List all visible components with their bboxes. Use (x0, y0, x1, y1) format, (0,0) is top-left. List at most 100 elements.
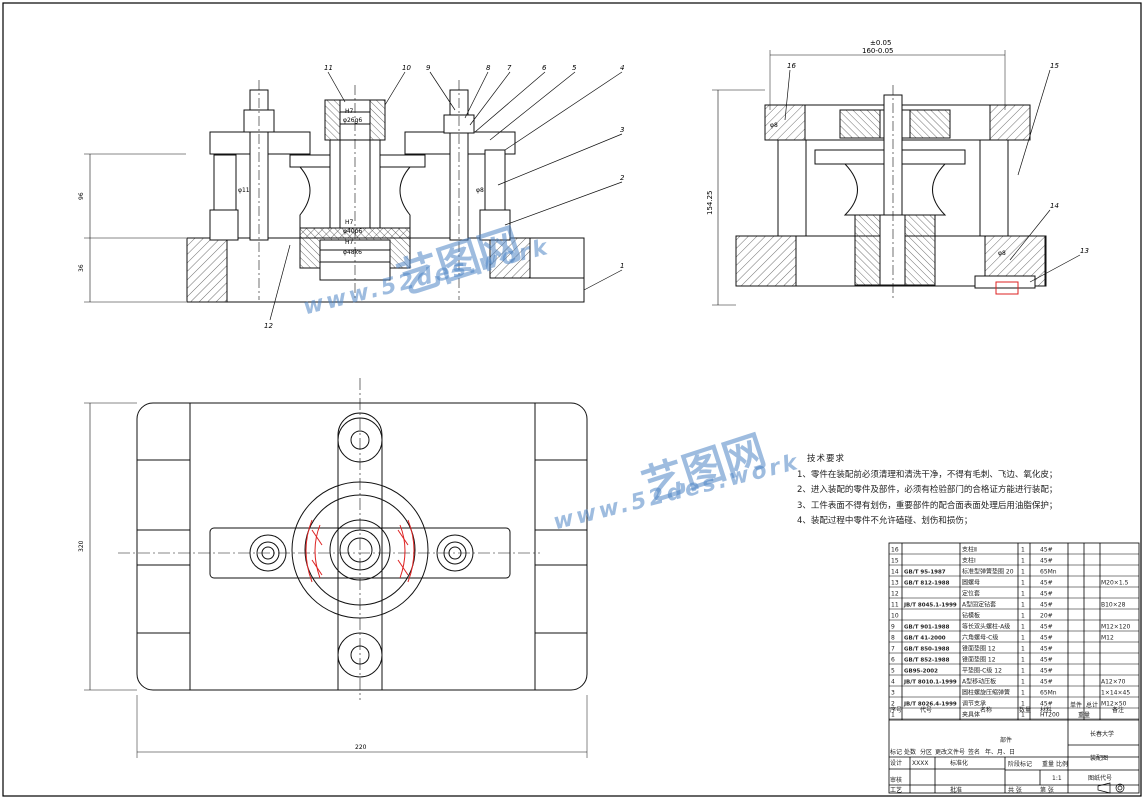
bom-cell-qty: 1 (1021, 558, 1025, 565)
bom-cell-no: 15 (891, 558, 899, 565)
bom-cell-name: 夹具体 (962, 711, 980, 719)
bom-cell-mat: 45# (1040, 701, 1053, 708)
bom-cell-qty: 1 (1021, 679, 1025, 686)
dim-right-small: φ8 (770, 122, 778, 129)
tb-scale-label: 比例 (1056, 760, 1068, 768)
dim-plan-w: 220 (355, 744, 367, 751)
bom-table-frame (888, 542, 1140, 794)
bom-cell-mat: 45# (1040, 602, 1053, 609)
bom-cell-note: M20×1.5 (1101, 580, 1129, 587)
bom-cell-mat: 45# (1040, 547, 1053, 554)
bom-cell-code: JB/T 8045.1-1999 (903, 603, 957, 609)
callout-7: 7 (507, 64, 512, 72)
bom-cell-name: 钻模板 (962, 612, 980, 620)
callout-12: 12 (264, 322, 273, 330)
bom-cell-no: 16 (891, 547, 899, 554)
bom-cell-qty: 1 (1021, 580, 1025, 587)
callout-8: 8 (486, 64, 491, 72)
bom-header: 序号 代号 名称 数量 材料 单件 总计 重量 备注 (890, 701, 1124, 719)
bom-cell-name: 支柱Ⅰ (962, 557, 976, 565)
bom-cell-note: A12×70 (1101, 679, 1126, 686)
bom-header-weight: 重量 (1078, 711, 1090, 719)
bom-cell-qty: 1 (1021, 635, 1025, 642)
callout-2: 2 (620, 174, 625, 182)
tb-count: 处数 (904, 748, 916, 756)
dim-left-h2: 36 (78, 264, 85, 272)
red-mark (995, 281, 1019, 295)
bom-header-mat: 材料 (1040, 706, 1052, 714)
tb-sign: 签名 (968, 748, 980, 756)
bom-cell-qty: 1 (1021, 613, 1025, 620)
title-block: 长春大学 部件 装配图 图纸代号 阶段标记 重量 比例 1:1 设计 XXXX … (890, 730, 1114, 794)
tb-sheets: 共 张 (1008, 786, 1022, 794)
fit-label: H7 (345, 108, 354, 115)
bom-cell-name: 标准型弹簧垫圈 20 (962, 568, 1014, 576)
bom-cell-qty: 1 (1021, 701, 1025, 708)
callout-10: 10 (402, 64, 411, 72)
bom-cell-mat: HT200 (1040, 712, 1060, 719)
callout-9: 9 (426, 64, 431, 72)
tb-approve: 批准 (950, 786, 962, 794)
bom-cell-no: 12 (891, 591, 899, 598)
bom-cell-name: A型固定钻套 (962, 601, 996, 609)
side-section-view (712, 50, 1047, 306)
tb-design: 设计 (890, 759, 902, 767)
bom-cell-qty: 1 (1021, 657, 1025, 664)
bom-cell-no: 3 (891, 690, 895, 697)
tb-date: 年、月、日 (985, 748, 1015, 756)
tb-zone: 分区 (920, 748, 932, 756)
bom-cell-code: JB/T 8026.4-1999 (903, 702, 957, 708)
bom-cell-name: 等长双头螺柱-A级 (962, 623, 1010, 631)
callout-15: 15 (1050, 62, 1059, 70)
callout-4: 4 (620, 64, 624, 72)
tech-item: 3、工件表面不得有划伤，重要部件的配合面表面处理后用油脂保护； (797, 500, 1058, 511)
tb-part: 部件 (1000, 736, 1012, 744)
bom-cell-no: 8 (891, 635, 895, 642)
callout-leaders-side (784, 69, 1081, 283)
bom-header-name: 名称 (980, 706, 992, 714)
technical-requirements: 技术要求 1、零件在装配前必须清理和清洗干净，不得有毛刺、飞边、氧化皮； 2、进… (797, 452, 1137, 530)
red-section-arcs (305, 519, 415, 583)
fit-label: φ8 (476, 187, 484, 194)
tb-change-no: 更改文件号 (935, 748, 965, 756)
bom-cell-mat: 65Mn (1040, 690, 1057, 697)
bom-cell-mat: 20# (1040, 613, 1053, 620)
bom-cell-code: GB/T 812-1988 (904, 581, 950, 587)
bom-cell-no: 10 (891, 613, 899, 620)
tb-org: 长春大学 (1090, 730, 1114, 738)
bom-cell-mat: 45# (1040, 635, 1053, 642)
bom-cell-code: GB/T 850-1988 (904, 647, 950, 653)
tb-process: 工艺 (890, 786, 902, 794)
fit-label: φ48k6 (343, 249, 362, 256)
bom-cell-mat: 45# (1040, 646, 1053, 653)
bom-cell-code: GB/T 852-1988 (904, 658, 950, 664)
callout-5: 5 (572, 64, 577, 72)
fit-label: H7 (345, 219, 354, 226)
tb-sheet: 第 张 (1040, 786, 1054, 794)
bom-cell-qty: 1 (1021, 668, 1025, 675)
callout-16: 16 (787, 62, 796, 70)
bom-cell-mat: 65Mn (1040, 569, 1057, 576)
bom-cell-name: 支柱Ⅱ (962, 546, 977, 554)
bom-cell-note: M12 (1101, 635, 1114, 642)
tb-scale: 1:1 (1052, 775, 1062, 782)
bom-cell-mat: 45# (1040, 558, 1053, 565)
bom-cell-code: GB/T 41-2000 (904, 636, 946, 642)
bom-cell-qty: 1 (1021, 602, 1025, 609)
dim-plan-h: 320 (78, 540, 85, 552)
tb-weight: 重量 (1042, 760, 1054, 768)
bom-cell-name: 调节支承 (962, 700, 986, 708)
bom-cell-qty: 1 (1021, 646, 1025, 653)
bom-cell-code: GB/T 95-1987 (904, 570, 946, 576)
tech-title: 技术要求 (807, 454, 846, 464)
bom-cell-name: 六角螺母-C级 (962, 634, 998, 642)
bom-cell-note: M12×50 (1101, 701, 1127, 708)
dim-right-tol: ±0.05 (870, 39, 891, 47)
tech-item: 2、进入装配的零件及部件，必须有检验部门的合格证方能进行装配； (797, 485, 1058, 495)
fit-label: φ26g6 (343, 117, 362, 124)
tb-mark: 标记 (890, 748, 902, 756)
bom-cell-name: 平垫圈-C级 12 (962, 667, 1002, 675)
bom-cell-name: A型移动压板 (962, 678, 996, 686)
bom-header-note: 备注 (1112, 706, 1124, 714)
bom-cell-qty: 1 (1021, 712, 1025, 719)
